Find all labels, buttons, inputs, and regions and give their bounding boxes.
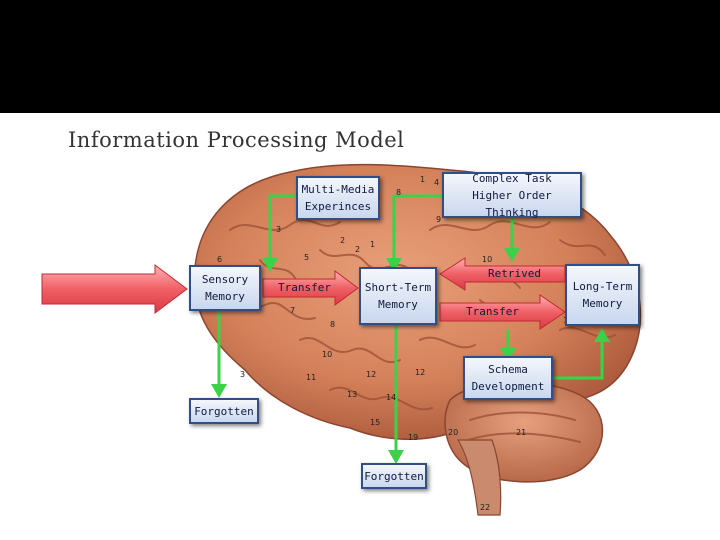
red-arrows bbox=[41, 257, 566, 330]
region-number: 13 bbox=[347, 390, 358, 399]
forgotten-box-left: Forgotten bbox=[189, 398, 259, 424]
transfer-arrow-1 bbox=[262, 270, 359, 306]
region-number: 12 bbox=[415, 368, 426, 377]
complex-task-box: Complex Task Higher Order Thinking bbox=[442, 172, 582, 219]
region-number: 4 bbox=[434, 178, 440, 187]
input-arrow bbox=[41, 264, 188, 314]
connector-schema-to-longterm bbox=[553, 338, 604, 380]
region-number: 21 bbox=[516, 428, 527, 437]
top-black-band bbox=[0, 0, 720, 113]
region-number: 11 bbox=[306, 373, 317, 382]
brain-stem bbox=[456, 439, 502, 516]
region-number: 8 bbox=[396, 188, 402, 197]
short-term-memory-box: Short-Term Memory bbox=[359, 267, 437, 325]
region-number: 9 bbox=[436, 215, 442, 224]
schema-development-box: Schema Development bbox=[463, 356, 553, 400]
connector-multimedia-to-sensory bbox=[268, 194, 297, 262]
region-number: 10 bbox=[482, 255, 493, 264]
green-arrowheads bbox=[211, 248, 610, 464]
sensory-memory-box: Sensory Memory bbox=[189, 265, 261, 311]
connector-complex-to-shortterm bbox=[392, 194, 443, 262]
forgotten-box-bottom: Forgotten bbox=[361, 463, 427, 489]
region-number: 19 bbox=[408, 433, 419, 442]
region-number: 7 bbox=[290, 306, 296, 315]
transfer-label-1: Transfer bbox=[278, 281, 331, 294]
transfer-arrow-2 bbox=[439, 294, 566, 330]
region-number: 6 bbox=[217, 255, 223, 264]
retrived-arrow bbox=[439, 257, 566, 291]
diagram-title: Information Processing Model bbox=[68, 128, 405, 152]
region-number: 14 bbox=[386, 393, 397, 402]
multimedia-box: Multi-Media Experinces bbox=[296, 176, 380, 220]
region-number: 1 bbox=[370, 240, 376, 249]
region-number: 10 bbox=[322, 350, 333, 359]
region-number: 15 bbox=[370, 418, 381, 427]
region-number: 2 bbox=[340, 236, 346, 245]
region-number: 20 bbox=[448, 428, 459, 437]
region-number: 8 bbox=[330, 320, 336, 329]
region-number: 3 bbox=[240, 370, 246, 379]
region-number: 22 bbox=[480, 503, 491, 512]
region-number: 3 bbox=[276, 225, 282, 234]
region-number: 5 bbox=[304, 253, 310, 262]
retrived-label: Retrived bbox=[488, 267, 541, 280]
transfer-label-2: Transfer bbox=[466, 305, 519, 318]
region-number: 12 bbox=[366, 370, 377, 379]
long-term-memory-box: Long-Term Memory bbox=[565, 264, 640, 326]
region-number: 2 bbox=[355, 245, 361, 254]
region-number: 1 bbox=[420, 175, 426, 184]
